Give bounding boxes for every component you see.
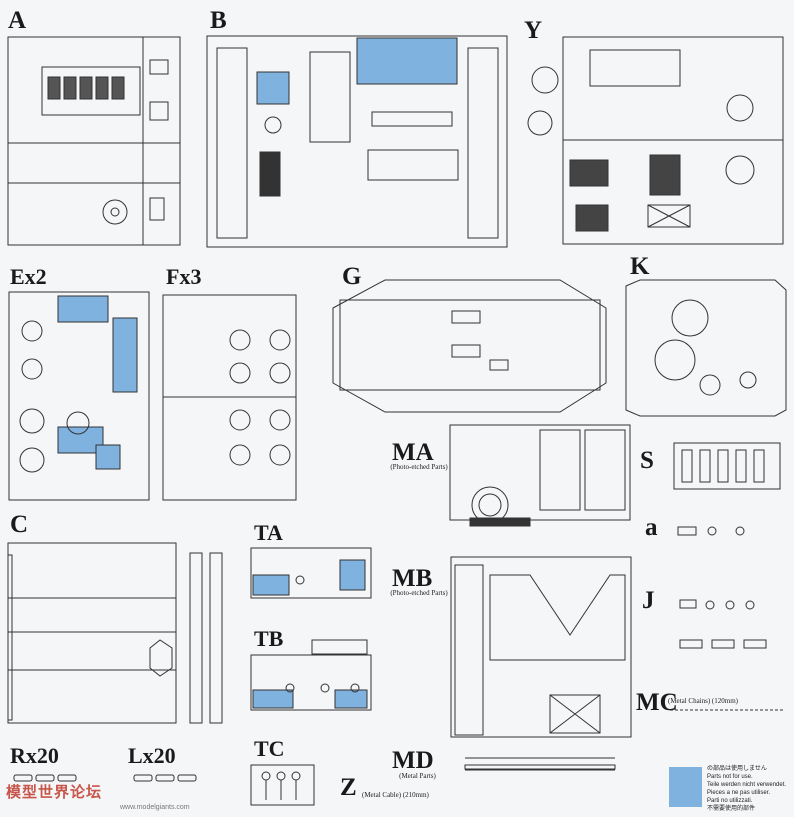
sprue-label-Y: Y [524,17,543,44]
sprue-label-TB: TB [254,626,284,651]
sprue-A-frame [7,36,181,246]
sprue-TA-frame [250,547,372,599]
sprue-J-parts [679,599,767,649]
sprue-Ex2-frame [8,291,150,501]
sprue-B-frame [206,35,508,248]
sprue-Rx20-Lx20-tracks [13,774,197,782]
sprue-label-Rx20: Rx20 [10,743,59,768]
sprue-TC-frame [250,764,315,806]
legend-line: Pieces a ne pas utiliser. [707,790,771,796]
watermark-url: www.modelgiants.com [120,804,190,811]
sprue-MB-sheet [450,556,632,738]
sprue-MA-sheet [449,424,631,527]
sprue-label-Fx3: Fx3 [166,264,202,289]
sprue-TB-frame [250,639,372,711]
legend-line: 不需要使用的部件 [707,806,756,812]
sprue-note-MA: (Photo-etched Parts) [390,463,448,471]
legend-line: Teile werden nicht verwendet. [707,782,787,788]
sprue-label-J: J [642,587,655,614]
legend-text: の部品は使用しません Parts not for use. Teile werd… [707,765,786,813]
sprue-note-MC: (Metal Chains) (120mm) [668,697,738,705]
sprue-label-A: A [8,7,27,34]
sprue-label-TA: TA [254,520,283,545]
sprue-label-MA: MA [392,439,434,466]
sprue-MD-parts [464,757,616,771]
sprue-C-frame [7,542,223,724]
sprue-label-K: K [630,253,650,280]
sprue-S-sheet [673,442,781,490]
sprue-Y-frame [527,36,784,245]
sprue-label-Lx20: Lx20 [128,743,176,768]
sprue-label-Z: Z [340,774,357,801]
sprue-note-MD: (Metal Parts) [399,772,436,780]
legend-line: Parts not for use. [707,774,753,780]
sprue-note-Z: (Metal Cable) (210mm) [362,791,429,799]
sprue-label-S: S [640,447,654,474]
sprue-a-parts [677,526,745,536]
sprue-G-hull [332,279,607,413]
legend-swatch [669,767,702,807]
sprue-note-MB: (Photo-etched Parts) [390,589,448,597]
sprue-label-G: G [342,263,362,290]
sprue-label-TC: TC [254,736,285,761]
watermark-logo: 模型世界论坛 [6,784,103,801]
sprue-label-MD: MD [392,747,434,774]
sprue-label-MB: MB [392,565,433,592]
sprue-K-hull [625,279,787,417]
sprue-label-MC: MC [636,689,678,716]
sprue-label-a: a [645,514,658,541]
sprue-Fx3-frame [162,294,297,501]
legend-line: の部品は使用しません [707,766,767,772]
sprue-label-Ex2: Ex2 [10,264,47,289]
sprue-label-C: C [10,511,29,538]
sprue-label-B: B [210,7,227,34]
legend-line: Parti no utilizzati. [707,798,753,804]
